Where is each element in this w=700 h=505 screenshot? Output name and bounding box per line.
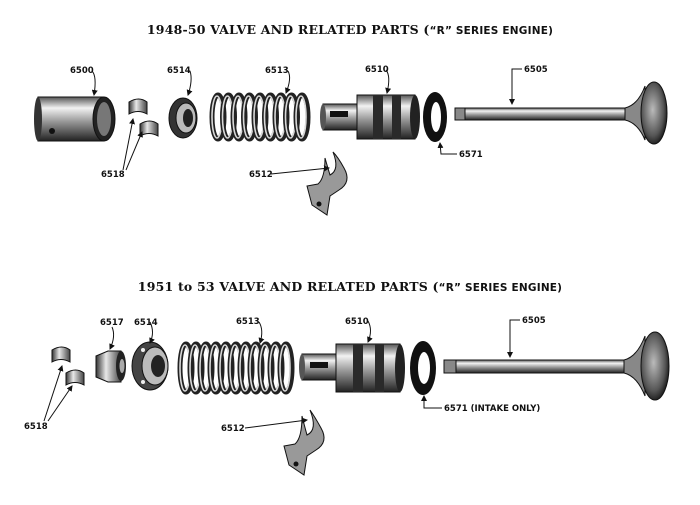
label-6514: 6514 [167, 66, 191, 76]
valve-rotator-6510-b [299, 343, 405, 393]
diagram-1-leaders [91, 68, 522, 175]
spring-coil-highlight [279, 344, 291, 392]
spring-coil-highlight [295, 95, 307, 139]
keepers-6518 [128, 98, 159, 137]
keepers-6518-b [51, 346, 85, 386]
label-6505-b: 6505 [522, 316, 546, 326]
diagram-2-leaders [43, 319, 520, 429]
diagram-1-title-main: 1948-50 VALVE AND RELATED PARTS ( [146, 22, 430, 37]
valve-rotator-6510 [320, 94, 420, 140]
label-6571: 6571 [459, 150, 483, 160]
diagram-1 [34, 81, 668, 216]
valve-6505 [454, 81, 668, 145]
label-6518-b: 6518 [24, 422, 48, 432]
label-6510-b: 6510 [345, 317, 369, 327]
label-6514-b: 6514 [134, 318, 158, 328]
label-6571-b: 6571 (INTAKE ONLY) [444, 404, 540, 414]
diagram-2 [51, 331, 670, 476]
diagram-2-title-main: 1951 to 53 VALVE AND RELATED PARTS ( [137, 279, 439, 294]
spring-6513-b [177, 341, 295, 395]
valve-6505-b [443, 331, 670, 401]
seal-6571-b [410, 341, 436, 395]
label-6505: 6505 [524, 65, 548, 75]
diagram-2-title-series: “R” SERIES ENGINE) [438, 282, 563, 294]
diagram-2-title: 1951 to 53 VALVE AND RELATED PARTS (“R” … [0, 279, 700, 294]
spring-6513 [209, 92, 311, 142]
label-6510: 6510 [365, 65, 389, 75]
label-6512: 6512 [249, 170, 273, 180]
label-6513: 6513 [265, 66, 289, 76]
label-6513-b: 6513 [236, 317, 260, 327]
retainer-6514-b [131, 341, 169, 391]
retainer-6514 [168, 97, 198, 139]
seal-6571 [423, 92, 447, 142]
label-6500: 6500 [70, 66, 94, 76]
clip-6512 [306, 151, 348, 216]
label-6518: 6518 [101, 170, 125, 180]
label-6512-b: 6512 [221, 424, 245, 434]
diagram-1-title: 1948-50 VALVE AND RELATED PARTS (“R” SER… [0, 22, 700, 37]
clip-6512-b [283, 409, 325, 476]
label-6517: 6517 [100, 318, 124, 328]
tappet-6500 [34, 96, 116, 142]
cap-6517 [95, 350, 126, 383]
diagram-1-title-series: “R” SERIES ENGINE) [429, 25, 554, 37]
